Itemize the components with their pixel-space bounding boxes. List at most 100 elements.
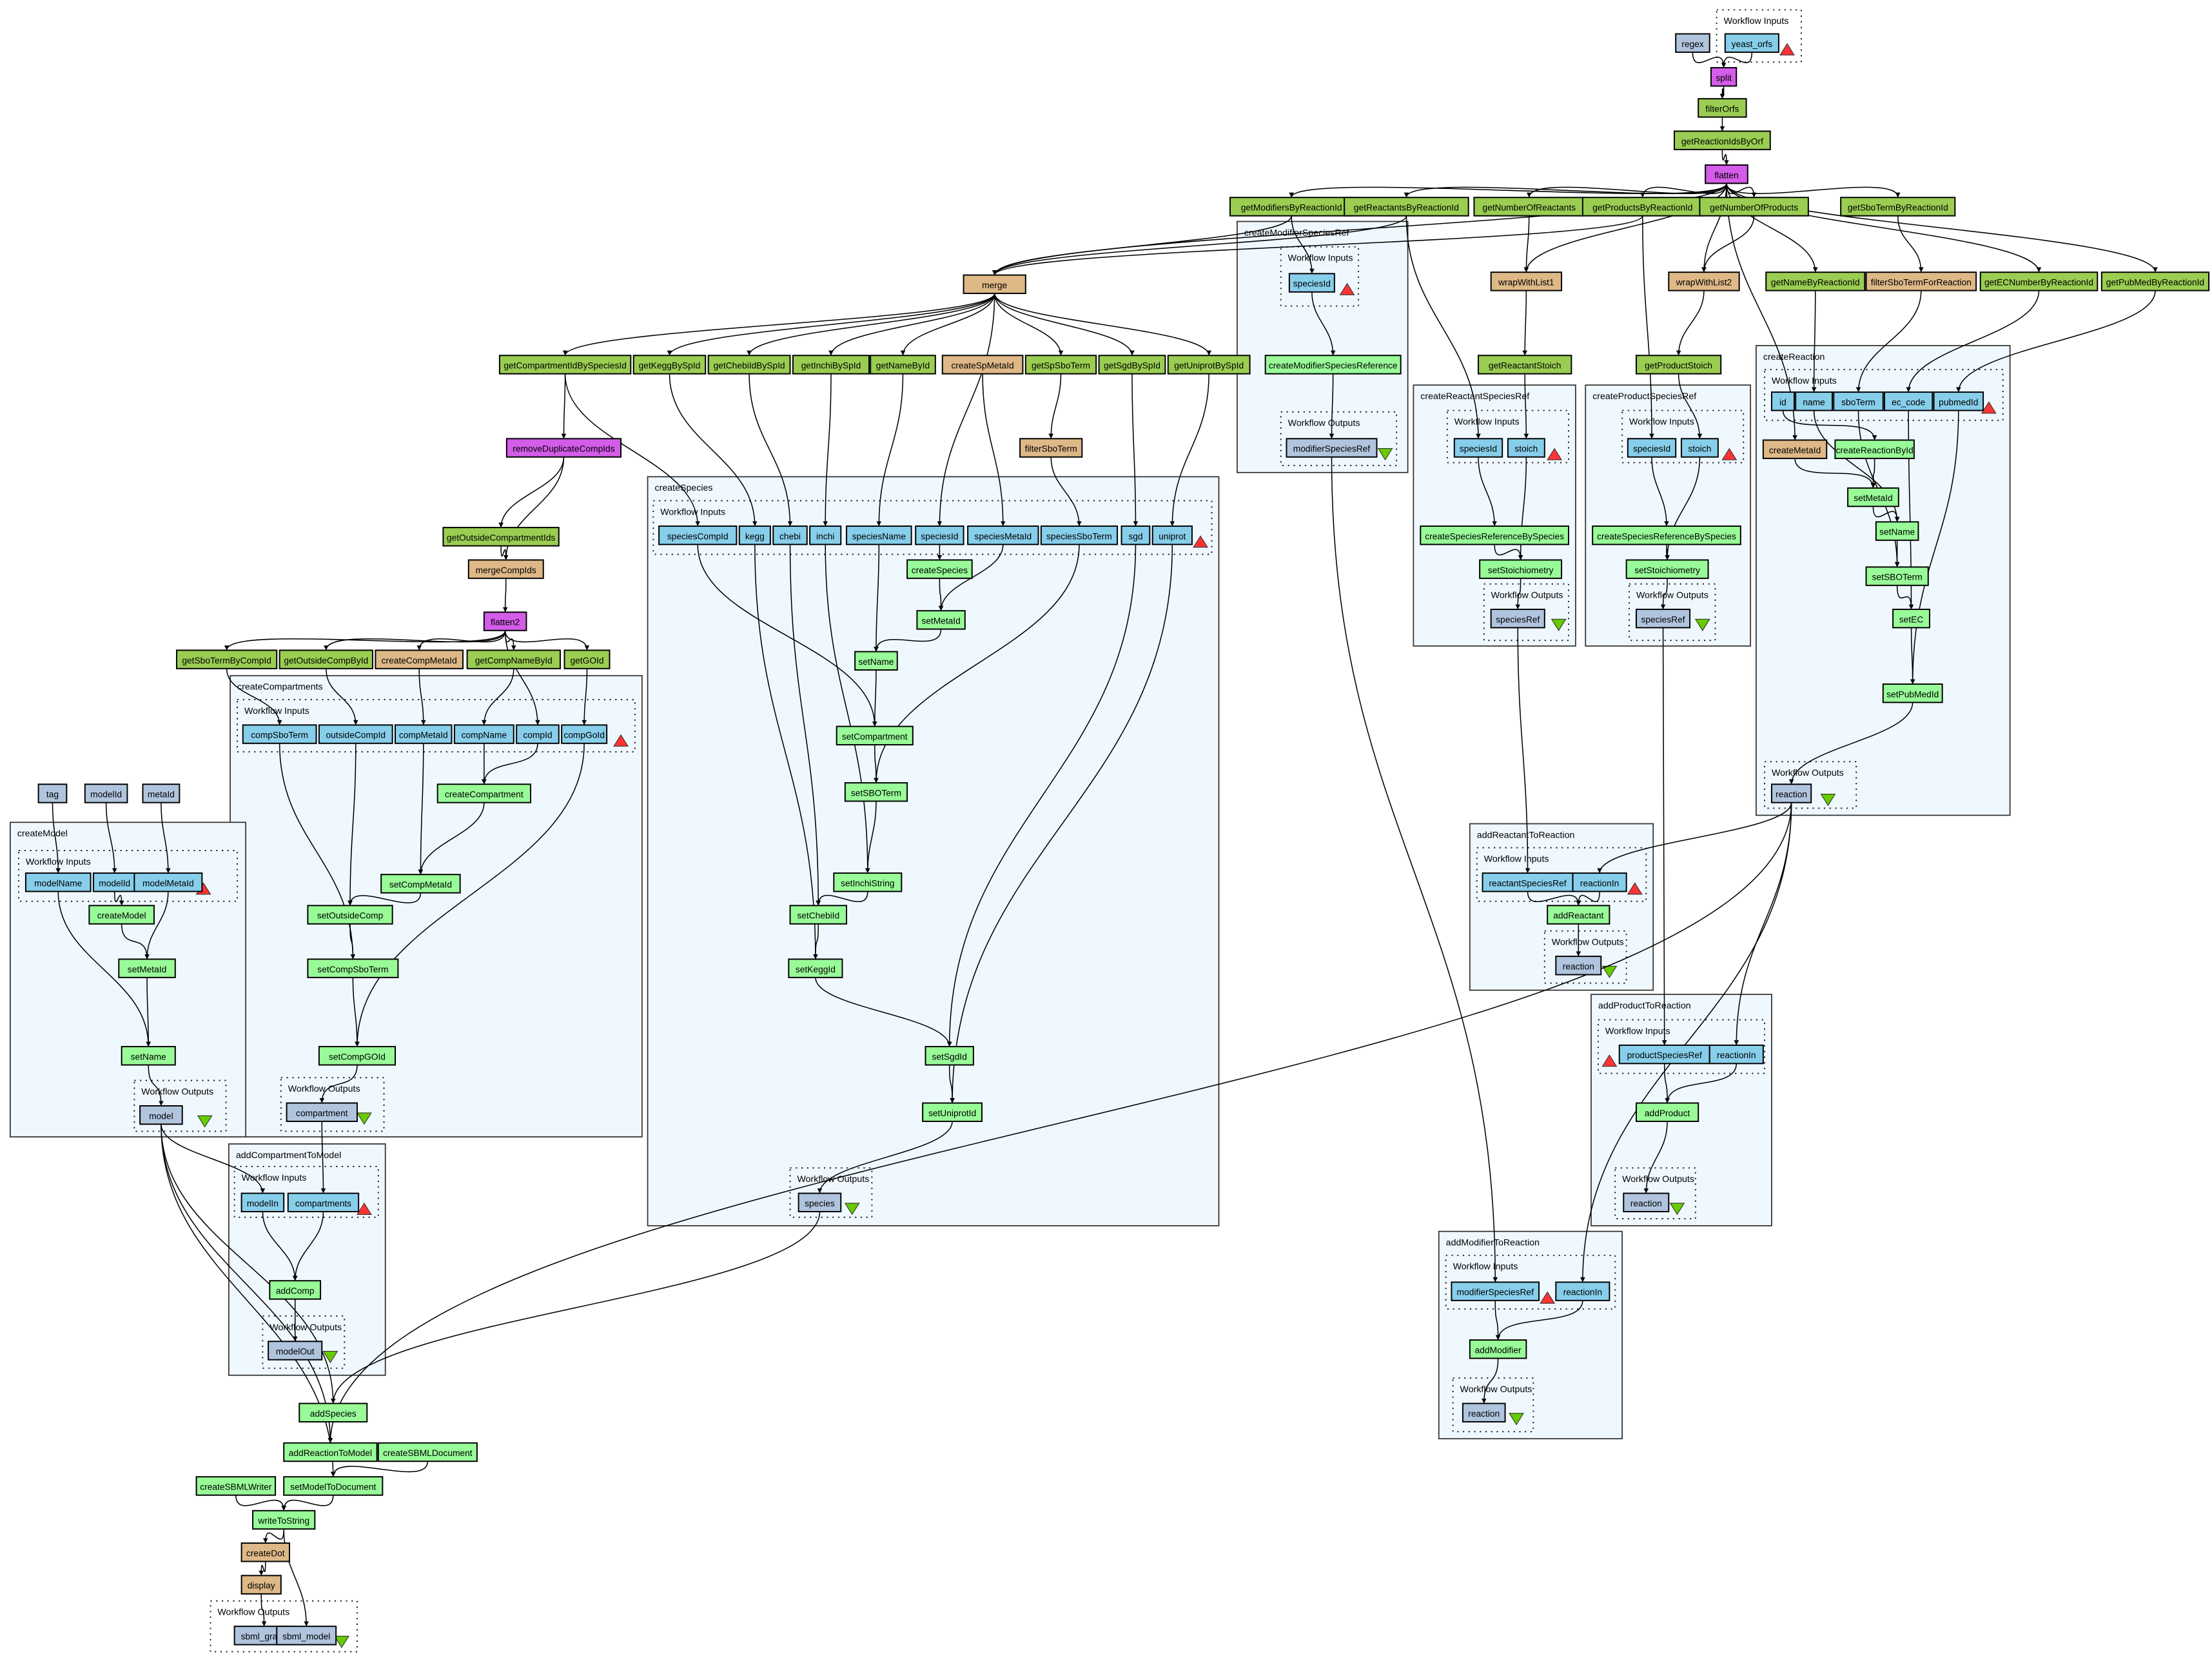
node-gCompName[interactable]: getCompNameById — [466, 649, 561, 669]
node-cs_setComp[interactable]: setCompartment — [836, 725, 914, 745]
node-box[interactable] — [1705, 164, 1748, 184]
node-box[interactable] — [483, 611, 527, 631]
node-box[interactable] — [453, 724, 514, 744]
node-box[interactable] — [941, 355, 1024, 375]
node-box[interactable] — [1875, 521, 1919, 541]
node-box[interactable] — [1708, 1044, 1764, 1065]
node-crs_out[interactable]: speciesRef — [1490, 608, 1545, 629]
node-regex[interactable]: regex — [1675, 33, 1710, 53]
node-box[interactable] — [195, 1476, 277, 1496]
node-box[interactable] — [1933, 391, 1984, 411]
node-box[interactable] — [37, 783, 68, 803]
node-box[interactable] — [915, 525, 964, 546]
node-gSpSbo[interactable]: getSpSboTerm — [1024, 355, 1097, 375]
node-cc_sbo[interactable]: compSboTerm — [242, 724, 317, 744]
node-box[interactable] — [268, 1341, 323, 1361]
node-box[interactable] — [380, 874, 461, 894]
node-wrap1[interactable]: wrapWithList1 — [1490, 271, 1563, 291]
node-cs_setKegg[interactable]: setKeggId — [788, 958, 843, 978]
node-box[interactable] — [854, 651, 898, 671]
node-box[interactable] — [1699, 197, 1809, 217]
node-box[interactable] — [1979, 271, 2099, 291]
node-createSBMLDocument[interactable]: createSBMLDocument — [377, 1442, 478, 1462]
node-box[interactable] — [1572, 872, 1627, 892]
node-cc_setSbo[interactable]: setCompSboTerm — [307, 958, 399, 978]
node-cps_out[interactable]: speciesRef — [1635, 608, 1691, 629]
node-cc_setOutside[interactable]: setOutsideComp — [307, 905, 393, 925]
node-box[interactable] — [1462, 1402, 1506, 1422]
node-am_out[interactable]: reaction — [1462, 1402, 1506, 1422]
node-cm_setName[interactable]: setName — [121, 1046, 176, 1066]
node-box[interactable] — [844, 782, 908, 802]
node-cps_create[interactable]: createSpeciesReferenceBySpecies — [1592, 525, 1741, 546]
node-box[interactable] — [377, 1442, 478, 1462]
node-ap_add[interactable]: addProduct — [1635, 1102, 1699, 1123]
node-cc_name[interactable]: compName — [453, 724, 514, 744]
node-gSboC[interactable]: getSboTermByCompId — [175, 649, 278, 669]
node-box[interactable] — [1833, 391, 1884, 411]
node-cs_setSBO[interactable]: setSBOTerm — [844, 782, 908, 802]
node-box[interactable] — [307, 958, 399, 978]
node-box[interactable] — [1473, 197, 1585, 217]
node-box[interactable] — [809, 525, 842, 546]
node-cm_setMeta[interactable]: setMetaId — [118, 958, 176, 978]
node-cs_setSgd[interactable]: setSgdId — [925, 1046, 974, 1066]
node-box[interactable] — [792, 355, 870, 375]
node-cs_sgd[interactable]: sgd — [1121, 525, 1151, 546]
node-box[interactable] — [967, 525, 1039, 546]
node-cc_outside[interactable]: outsideCompId — [318, 724, 393, 744]
node-gMod[interactable]: getModifiersByReactionId — [1229, 197, 1354, 217]
node-metaId[interactable]: metaId — [142, 783, 181, 803]
node-box[interactable] — [772, 525, 808, 546]
node-box[interactable] — [318, 1046, 396, 1066]
node-cs_metaId[interactable]: speciesMetaId — [967, 525, 1039, 546]
node-box[interactable] — [1555, 1281, 1610, 1301]
node-box[interactable] — [318, 724, 393, 744]
node-gNumP[interactable]: getNumberOfProducts — [1699, 197, 1809, 217]
node-cc_metaId[interactable]: compMetaId — [395, 724, 453, 744]
node-cr_sbo[interactable]: sboTerm — [1833, 391, 1884, 411]
node-box[interactable] — [846, 525, 912, 546]
node-crs_stoich[interactable]: stoich — [1507, 438, 1545, 458]
node-ar_rin[interactable]: reactionIn — [1572, 872, 1627, 892]
node-box[interactable] — [269, 1280, 322, 1300]
node-box[interactable] — [1765, 271, 1866, 291]
node-flatten[interactable]: flatten — [1705, 164, 1748, 184]
node-box[interactable] — [1507, 438, 1545, 458]
node-gReact[interactable]: getReactantsByReactionId — [1344, 197, 1469, 217]
node-box[interactable] — [1264, 355, 1402, 375]
node-box[interactable] — [1555, 956, 1602, 976]
node-box[interactable] — [1592, 525, 1741, 546]
node-gNumR[interactable]: getNumberOfReactants — [1473, 197, 1585, 217]
node-box[interactable] — [1710, 67, 1737, 87]
node-box[interactable] — [1674, 130, 1771, 150]
node-gCompSp[interactable]: getCompartmentIdBySpeciesId — [498, 355, 632, 375]
node-wrap2[interactable]: wrapWithList2 — [1668, 271, 1740, 291]
node-box[interactable] — [563, 649, 611, 669]
node-box[interactable] — [658, 525, 738, 546]
node-cr_pub[interactable]: pubmedId — [1933, 391, 1984, 411]
node-cps_speciesId[interactable]: speciesId — [1627, 438, 1677, 458]
node-cr_setMetaId[interactable]: setMetaId — [1847, 487, 1899, 507]
node-crs_create[interactable]: createSpeciesReferenceBySpecies — [1420, 525, 1569, 546]
node-crs_setStoich[interactable]: setStoichiometry — [1479, 559, 1563, 579]
node-box[interactable] — [498, 355, 632, 375]
node-cm_out[interactable]: model — [139, 1105, 183, 1125]
node-box[interactable] — [276, 1626, 337, 1646]
node-box[interactable] — [375, 649, 464, 669]
node-cps_setStoich[interactable]: setStoichiometry — [1625, 559, 1709, 579]
node-cc_setGO[interactable]: setCompGOId — [318, 1046, 396, 1066]
node-box[interactable] — [505, 438, 622, 458]
node-removeDup[interactable]: removeDuplicateCompIds — [505, 438, 622, 458]
node-cmsr_out[interactable]: modifierSpeciesRef — [1286, 438, 1378, 458]
node-box[interactable] — [1865, 271, 1977, 291]
node-box[interactable] — [2100, 271, 2210, 291]
node-box[interactable] — [1490, 271, 1563, 291]
node-box[interactable] — [287, 1192, 360, 1213]
node-ar_rsr[interactable]: reactantSpeciesRef — [1482, 872, 1574, 892]
node-setModelToDocument[interactable]: setModelToDocument — [283, 1476, 384, 1496]
node-box[interactable] — [1098, 355, 1166, 375]
node-out_model[interactable]: sbml_model — [276, 1626, 337, 1646]
node-box[interactable] — [395, 724, 453, 744]
node-mergeCompIds[interactable]: mergeCompIds — [467, 559, 544, 579]
